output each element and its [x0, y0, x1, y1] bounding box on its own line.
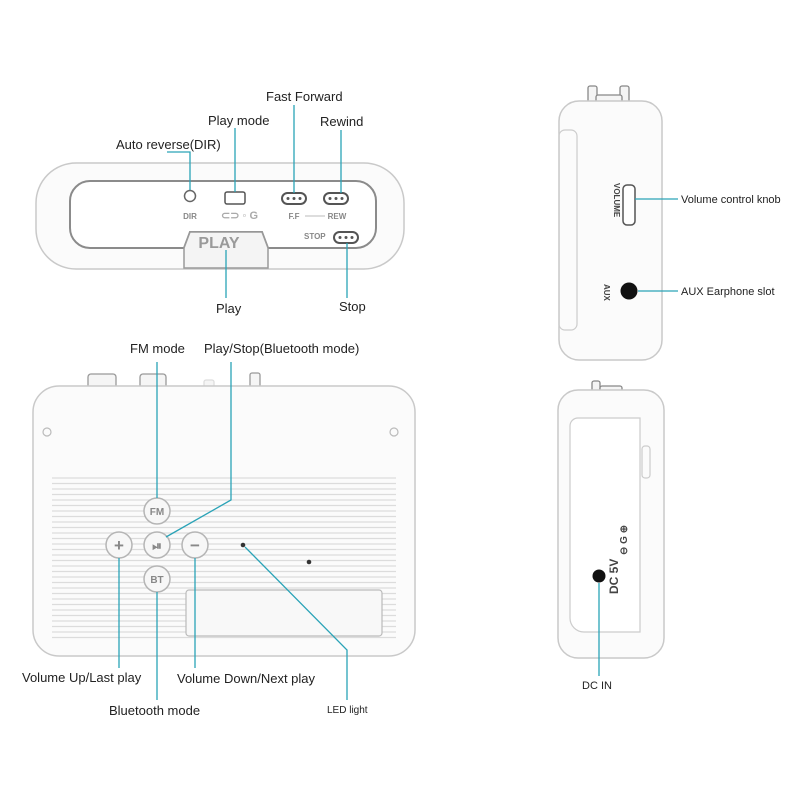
dc5v-marking: DC 5V	[607, 559, 621, 594]
callout-aux: AUX Earphone slot	[681, 286, 775, 298]
side-view-dc: DC 5V ⊖ G ⊕ DC IN	[557, 380, 665, 692]
side-view-body	[558, 100, 663, 361]
play-button-label: PLAY	[198, 235, 240, 252]
side-view-aux: VOLUME AUX Volume control knob AUX Earph…	[558, 85, 781, 361]
play-stop-button[interactable]	[143, 531, 171, 559]
dc-side-edge	[641, 445, 651, 479]
play-mode-switch[interactable]	[224, 191, 246, 205]
callout-fast-forward: Fast Forward	[266, 89, 343, 104]
callout-fm-mode: FM mode	[130, 341, 185, 356]
screw-right	[389, 427, 399, 437]
leader-play-stop	[165, 362, 232, 538]
loop-icon: ⊂⊃ ◦ G	[221, 210, 258, 222]
dir-marking: DIR	[183, 212, 197, 221]
stop-marking: STOP	[304, 232, 326, 241]
callout-dc-in: DC IN	[582, 680, 612, 692]
callout-play: Play	[216, 301, 242, 316]
tape-window	[185, 589, 383, 637]
callout-led: LED light	[327, 705, 368, 716]
dc-jack[interactable]	[592, 569, 606, 583]
speaker-grille	[52, 477, 396, 639]
fast-forward-button-grip	[286, 197, 302, 200]
ff-marking: F.F	[288, 212, 299, 221]
led-light	[240, 542, 246, 548]
callout-volume-knob: Volume control knob	[681, 194, 781, 206]
auto-reverse-knob[interactable]	[183, 189, 197, 203]
aux-marking: AUX	[602, 284, 611, 302]
callout-play-mode: Play mode	[208, 113, 269, 128]
aux-jack[interactable]	[620, 282, 638, 300]
callout-volume-down: Volume Down/Next play	[177, 671, 316, 686]
leader-auto-reverse	[167, 151, 191, 190]
callout-auto-reverse: Auto reverse(DIR)	[116, 137, 221, 152]
microphone-hole	[306, 559, 312, 565]
polarity-icon: ⊖ G ⊕	[619, 525, 630, 555]
volume-marking: VOLUME	[612, 183, 621, 218]
callout-stop: Stop	[339, 299, 366, 314]
volume-knob[interactable]	[622, 184, 636, 226]
dc-side-panel	[569, 417, 641, 633]
top-view: PLAY DIR ⊂⊃ ◦ G F.F REW STOP Fast Forwar…	[35, 89, 405, 316]
stop-button-grip	[338, 236, 354, 239]
rew-marking: REW	[328, 212, 347, 221]
side-view-inner-edge	[558, 129, 578, 331]
callout-rewind: Rewind	[320, 114, 363, 129]
bt-button-label: BT	[150, 575, 163, 586]
callout-volume-up: Volume Up/Last play	[22, 670, 142, 685]
callout-bluetooth: Bluetooth mode	[109, 703, 200, 718]
rewind-button-grip	[328, 197, 344, 200]
volume-down-label: −	[190, 536, 200, 555]
play-stop-label: ⏯	[152, 539, 162, 553]
volume-up-label: +	[114, 536, 124, 555]
screw-left	[42, 427, 52, 437]
fm-button-label: FM	[150, 507, 164, 518]
callout-play-stop: Play/Stop(Bluetooth mode)	[204, 341, 359, 356]
front-view: FM + ⏯ − BT FM mode Play/Stop(Bluetooth …	[22, 341, 416, 718]
leader-led	[244, 546, 348, 700]
